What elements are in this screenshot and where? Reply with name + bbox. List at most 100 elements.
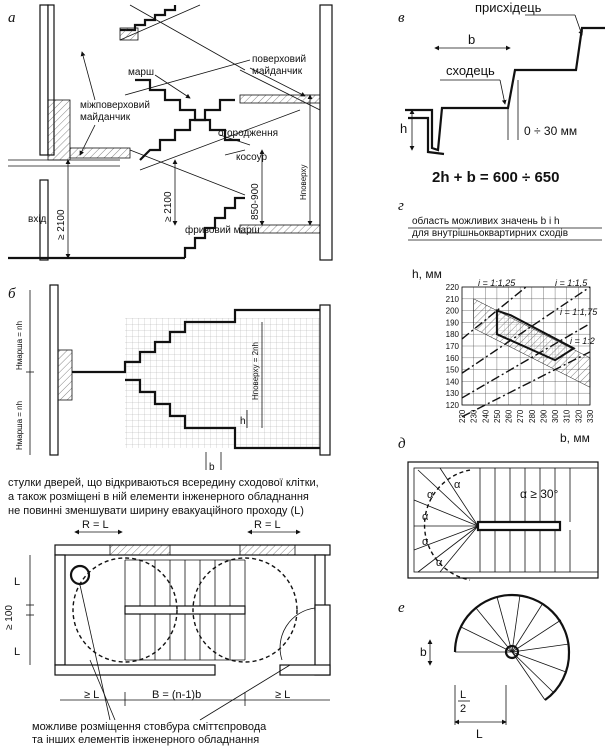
plan-note-3: не повинні зменшувати ширину евакуаційно… bbox=[8, 505, 304, 517]
dim-2100-b: ≥ 2100 bbox=[163, 191, 174, 222]
chart-selected-region bbox=[495, 309, 576, 362]
chart-y-tick-label: 180 bbox=[446, 330, 460, 339]
plan-radius-left bbox=[72, 557, 178, 663]
alpha-5: α bbox=[436, 557, 443, 569]
label-stringer: косоур bbox=[236, 152, 267, 163]
chart-x-tick-label: 300 bbox=[551, 409, 560, 423]
slope-label-1: i = 1:1,25 bbox=[478, 278, 516, 288]
plan-L-top: L bbox=[14, 576, 20, 588]
chart-x-tick-label: 250 bbox=[493, 409, 502, 423]
chart-x-tick-label: 260 bbox=[505, 409, 514, 423]
right-wall bbox=[319, 4, 333, 261]
chart-x-tick-label: 270 bbox=[516, 409, 525, 423]
chart-frame bbox=[461, 286, 591, 406]
chart-series-line-1 bbox=[461, 286, 527, 340]
panel-v-step: в присхідець сходець b h 0 ÷ 30 мм 2h + … bbox=[398, 0, 605, 186]
slope-label-4: i = 1:2 bbox=[570, 336, 595, 346]
frieze-flight-steps bbox=[183, 196, 245, 258]
label-riser: присхідець bbox=[475, 0, 542, 15]
alpha-condition: α ≥ 30° bbox=[520, 487, 559, 501]
plan-r-right: R = L bbox=[254, 519, 281, 531]
spiral-b: b bbox=[420, 645, 427, 659]
chart-y-tick-label: 150 bbox=[446, 366, 460, 375]
floor-landing bbox=[239, 94, 321, 104]
label-floor-landing-2: майданчик bbox=[252, 66, 303, 77]
chart-y-tick-label: 130 bbox=[446, 389, 460, 398]
mid-landing bbox=[69, 147, 131, 159]
panel-letter-a: а bbox=[8, 10, 16, 26]
plan-bottom-note-1: можливе розміщення стовбура сміттєпровод… bbox=[32, 721, 267, 733]
plan-note-1: стулки дверей, що відкриваються всередин… bbox=[8, 477, 319, 489]
panel-e-spiral: е b L L 2 bbox=[398, 593, 571, 741]
label-h-flight-bottom: Hмарша = nh bbox=[15, 401, 24, 450]
label-entrance: вхід bbox=[28, 214, 47, 225]
left-wall-lower bbox=[39, 179, 49, 261]
chart-x-tick-label: 320 bbox=[574, 409, 583, 423]
label-mid-landing-1: міжповерховий bbox=[80, 100, 150, 111]
chart-y-tick-label: 210 bbox=[446, 295, 460, 304]
panel-g-chart: г область можливих значень b і h для вну… bbox=[398, 198, 602, 445]
plan-L-bottom: L bbox=[14, 646, 20, 658]
chart-x-tick-label: 330 bbox=[586, 409, 595, 423]
plan-ge-L-right: ≥ L bbox=[275, 689, 290, 701]
label-0-30: 0 ÷ 30 мм bbox=[524, 124, 577, 138]
flight-lower bbox=[139, 98, 235, 161]
dim-h-floor: Hповерху bbox=[299, 164, 308, 200]
panel-letter-e: е bbox=[398, 600, 405, 616]
dim-2100-a: ≥ 2100 bbox=[56, 209, 67, 240]
alpha-3: α bbox=[422, 511, 429, 523]
chart-x-tick-label: 290 bbox=[539, 409, 548, 423]
chart-y-tick-label: 190 bbox=[446, 318, 460, 327]
chart-x-tick-label: 310 bbox=[563, 409, 572, 423]
panel-b-plan: б Hмарша = nh Hмарша = nh Hповерху = 2nh… bbox=[8, 284, 331, 473]
spiral-treads bbox=[455, 594, 570, 701]
panel-d-winder: д α α α bbox=[398, 436, 599, 581]
plan-note-2: а також розміщені в ній елементи інженер… bbox=[8, 491, 309, 503]
plan-r-left: R = L bbox=[82, 519, 109, 531]
plan-radius-right bbox=[192, 557, 298, 663]
chart-x-label: b, мм bbox=[560, 431, 590, 445]
chart-y-tick-label: 140 bbox=[446, 377, 460, 386]
evacuation-plan: стулки дверей, що відкриваються всередин… bbox=[4, 477, 331, 746]
label-b-dim: b bbox=[468, 32, 475, 47]
grid-area bbox=[125, 318, 320, 448]
panel-letter-d: д bbox=[398, 436, 406, 452]
chart-x-tick-label: 230 bbox=[470, 409, 479, 423]
plan-bottom-wall bbox=[54, 664, 216, 676]
chute-shaft bbox=[69, 564, 91, 586]
chart-x-tick-label: 240 bbox=[481, 409, 490, 423]
label-h: h bbox=[240, 416, 246, 427]
plan-ge-L-left: ≥ L bbox=[84, 689, 99, 701]
chart-x-tick-label: 280 bbox=[528, 409, 537, 423]
door-swing bbox=[279, 607, 316, 661]
label-h-floor: Hповерху = 2nh bbox=[251, 342, 260, 400]
panel-a-section: а поверховий bbox=[8, 4, 333, 261]
step-formula: 2h + b = 600 ÷ 650 bbox=[432, 169, 559, 186]
spiral-L2-den: 2 bbox=[460, 703, 466, 715]
plan-B: B = (n-1)b bbox=[152, 689, 201, 701]
label-h-flight-top: Hмарша = nh bbox=[15, 321, 24, 370]
label-floor-landing-1: поверховий bbox=[252, 54, 306, 65]
label-frieze-flight: фризовий марш bbox=[185, 224, 260, 236]
spiral-L: L bbox=[476, 727, 483, 741]
chart-y-label: h, мм bbox=[412, 267, 442, 281]
slope-label-2: i = 1:1,5 bbox=[555, 278, 588, 288]
chart-title-1: область можливих значень b і h bbox=[412, 215, 560, 227]
slope-label-3: i = 1:1,75 bbox=[560, 307, 598, 317]
panel-letter-g: г bbox=[398, 198, 404, 214]
alpha-2: α bbox=[427, 489, 434, 501]
label-railing: огородження bbox=[218, 128, 278, 139]
chart-series-line-3 bbox=[461, 322, 591, 399]
label-b: b bbox=[209, 462, 215, 473]
label-mid-landing-2: майданчик bbox=[80, 112, 131, 123]
dim-850-900: 850-900 bbox=[250, 183, 261, 220]
flight-upper bbox=[135, 78, 240, 142]
chart-y-tick-label: 120 bbox=[446, 401, 460, 410]
plan-midwall bbox=[124, 605, 246, 615]
plan-lower-flight bbox=[125, 378, 320, 450]
step-profile bbox=[405, 26, 605, 152]
label-h-dim: h bbox=[400, 121, 407, 136]
left-wall-upper bbox=[39, 4, 49, 156]
